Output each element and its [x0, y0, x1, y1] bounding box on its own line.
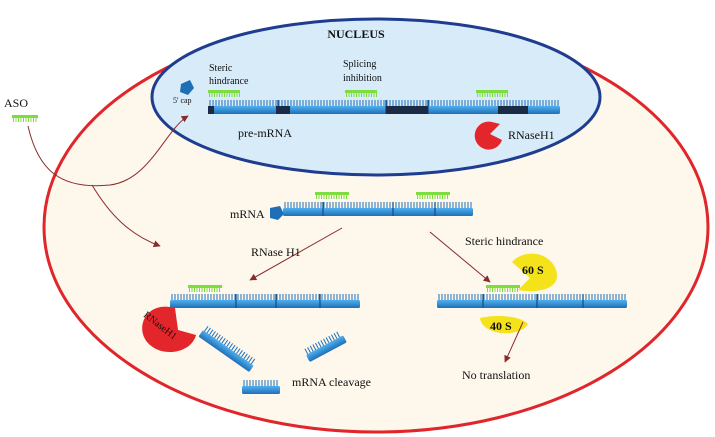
five-cap-icon — [180, 80, 194, 95]
rna-base-tick — [218, 336, 224, 342]
rna-base-tick — [250, 358, 256, 365]
pre-mrna-label: pre-mRNA — [238, 126, 292, 140]
rna-base-tick — [226, 341, 231, 347]
rna-backbone — [208, 106, 560, 114]
rna-base-tick — [309, 345, 314, 352]
nucleus-label: NUCLEUS — [327, 27, 385, 41]
rna-backbone — [283, 208, 473, 216]
rna-base-tick — [236, 348, 241, 354]
rna-base-tick — [330, 334, 335, 341]
aso-backbone — [486, 285, 520, 288]
ribosome-40s-label: 40 S — [490, 319, 512, 333]
mrna-label: mRNA — [230, 207, 265, 221]
rna-base-tick — [211, 331, 216, 337]
steric-hindrance-nucleus-label-2: hindrance — [209, 76, 249, 87]
rna-backbone — [437, 300, 627, 308]
cleaved-fragment-3 — [242, 380, 280, 394]
no-translation-label: No translation — [462, 368, 530, 382]
ribosome-40s-icon — [480, 316, 528, 334]
no-translation-arrow — [504, 321, 524, 363]
rna-base-tick — [231, 344, 236, 351]
rna-backbone — [306, 335, 347, 362]
intron-segment — [276, 106, 290, 114]
rna-base-tick — [209, 329, 214, 335]
rna-backbone — [199, 330, 254, 372]
rna-base-tick — [333, 333, 338, 339]
splicing-inhibition-label: Splicing — [343, 59, 376, 70]
steric-hindrance-pathway-label: Steric hindrance — [465, 234, 543, 248]
aso-entry-arrow — [27, 115, 189, 187]
rna-base-tick — [336, 331, 340, 338]
ribosome-60s-label: 60 S — [522, 263, 544, 277]
mrna-cap-icon — [270, 206, 284, 220]
aso-cytoplasm-arrow — [91, 184, 161, 248]
rna-base-tick — [312, 344, 317, 351]
rna-base-tick — [243, 353, 248, 359]
splicing-inhibition-label-2: inhibition — [343, 73, 382, 84]
rna-base-tick — [221, 337, 226, 344]
cleaved-fragment-1 — [199, 325, 256, 372]
rna-base-tick — [223, 339, 229, 346]
rna-base-tick — [233, 346, 238, 353]
rna-base-tick — [320, 340, 325, 346]
rna-base-tick — [315, 342, 319, 349]
pre-mrna-strand — [208, 90, 560, 114]
rna-base-tick — [328, 335, 333, 342]
steric-hindrance-nucleus-label: Steric — [209, 63, 233, 74]
aso-backbone — [208, 90, 240, 93]
rna-base-tick — [216, 334, 221, 341]
aso-backbone — [416, 192, 450, 195]
rnase-h1-pathway-label: RNase H1 — [251, 245, 301, 259]
rna-base-tick — [325, 337, 330, 344]
cleaved-fragment-2 — [304, 331, 347, 362]
rna-base-tick — [323, 338, 327, 345]
rna-base-tick — [241, 351, 246, 358]
aso-backbone — [476, 90, 508, 93]
rna-backbone — [170, 300, 360, 308]
rnaseh1-enzyme-icon — [142, 306, 196, 353]
steric-pathway-arrow — [429, 231, 491, 283]
rna-base-tick — [317, 341, 322, 348]
rna-base-tick — [214, 332, 219, 339]
rna-base-tick — [307, 347, 311, 353]
rnase-pathway-arrow — [249, 227, 343, 281]
aso-molecule — [12, 115, 38, 122]
rna-base-tick — [246, 355, 251, 361]
rnaseh1-nucleus-icon — [474, 121, 502, 150]
rna-backbone — [242, 386, 280, 394]
rna-base-tick — [228, 343, 234, 349]
rna-base-tick — [304, 348, 309, 355]
rna-base-tick — [204, 325, 209, 332]
rna-base-tick — [206, 327, 211, 334]
mrna-strand-left — [170, 285, 360, 308]
intron-segment — [386, 106, 428, 114]
aso-backbone — [12, 115, 38, 118]
intron-segment — [498, 106, 528, 114]
intron-segment — [208, 106, 214, 114]
aso-backbone — [188, 285, 222, 288]
aso-backbone — [315, 192, 349, 195]
rnaseh1-nucleus-label: RNaseH1 — [508, 128, 555, 142]
rna-base-tick — [238, 350, 243, 356]
ribosome-60s-icon — [512, 253, 558, 292]
mrna-strand-right — [437, 285, 627, 308]
five-cap-label: 5' cap — [173, 96, 192, 105]
aso-label: ASO — [4, 96, 28, 110]
mrna-strand — [283, 192, 473, 216]
mrna-cleavage-label: mRNA cleavage — [292, 375, 371, 389]
rna-base-tick — [248, 356, 253, 363]
aso-backbone — [345, 90, 377, 93]
